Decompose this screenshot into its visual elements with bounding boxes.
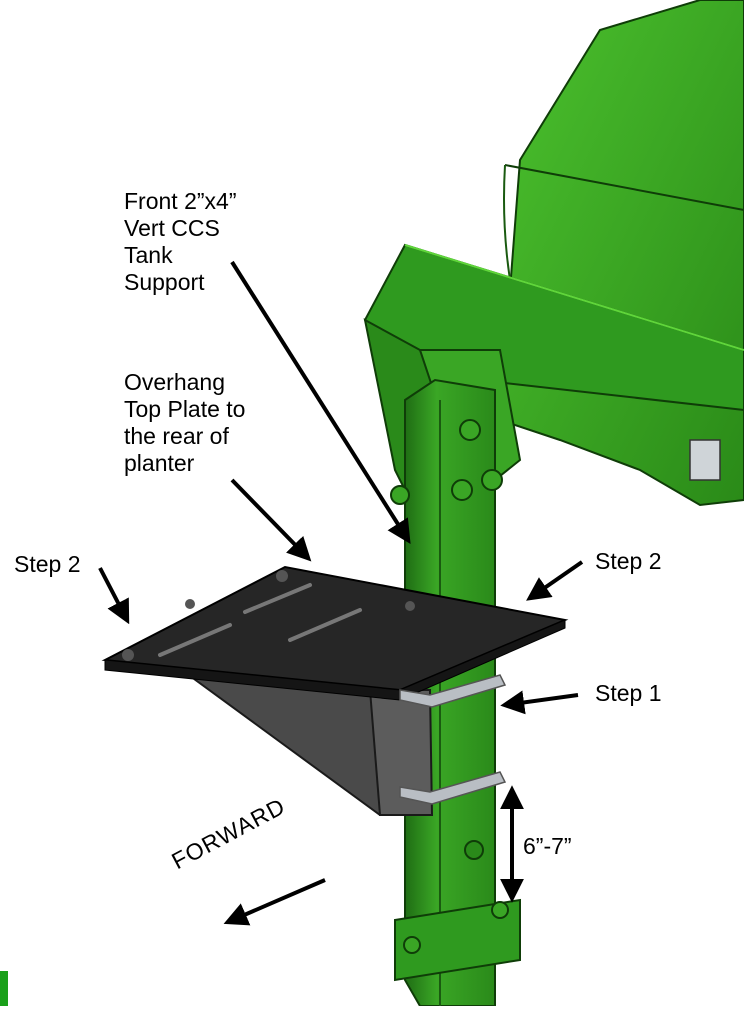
bolt-group	[390, 419, 503, 505]
overhang-label: Overhang Top Plate to the rear of plante…	[124, 369, 246, 476]
arrow-step2-right	[526, 560, 584, 601]
step2-right-label: Step 2	[595, 548, 662, 574]
tank	[498, 0, 744, 507]
top-plate	[101, 565, 569, 701]
tank-bracket	[689, 439, 721, 481]
vertical-post	[390, 378, 521, 1007]
lower-clamp	[394, 898, 521, 982]
forward-arrow	[223, 878, 326, 926]
u-bolt-straps	[399, 674, 507, 805]
arrow-step1	[500, 690, 579, 715]
front-support-label: Front 2”x4” Vert CCS Tank Support	[124, 188, 237, 295]
distance-label: 6”-7”	[523, 833, 572, 859]
callout-arrows	[98, 260, 584, 926]
step2-left-label: Step 2	[14, 551, 81, 577]
page-tab-marker	[0, 971, 8, 1006]
arrow-step2-left	[98, 567, 130, 625]
step1-label: Step 1	[595, 680, 662, 706]
arrow-front-support	[230, 260, 411, 545]
arrow-overhang	[230, 478, 312, 562]
